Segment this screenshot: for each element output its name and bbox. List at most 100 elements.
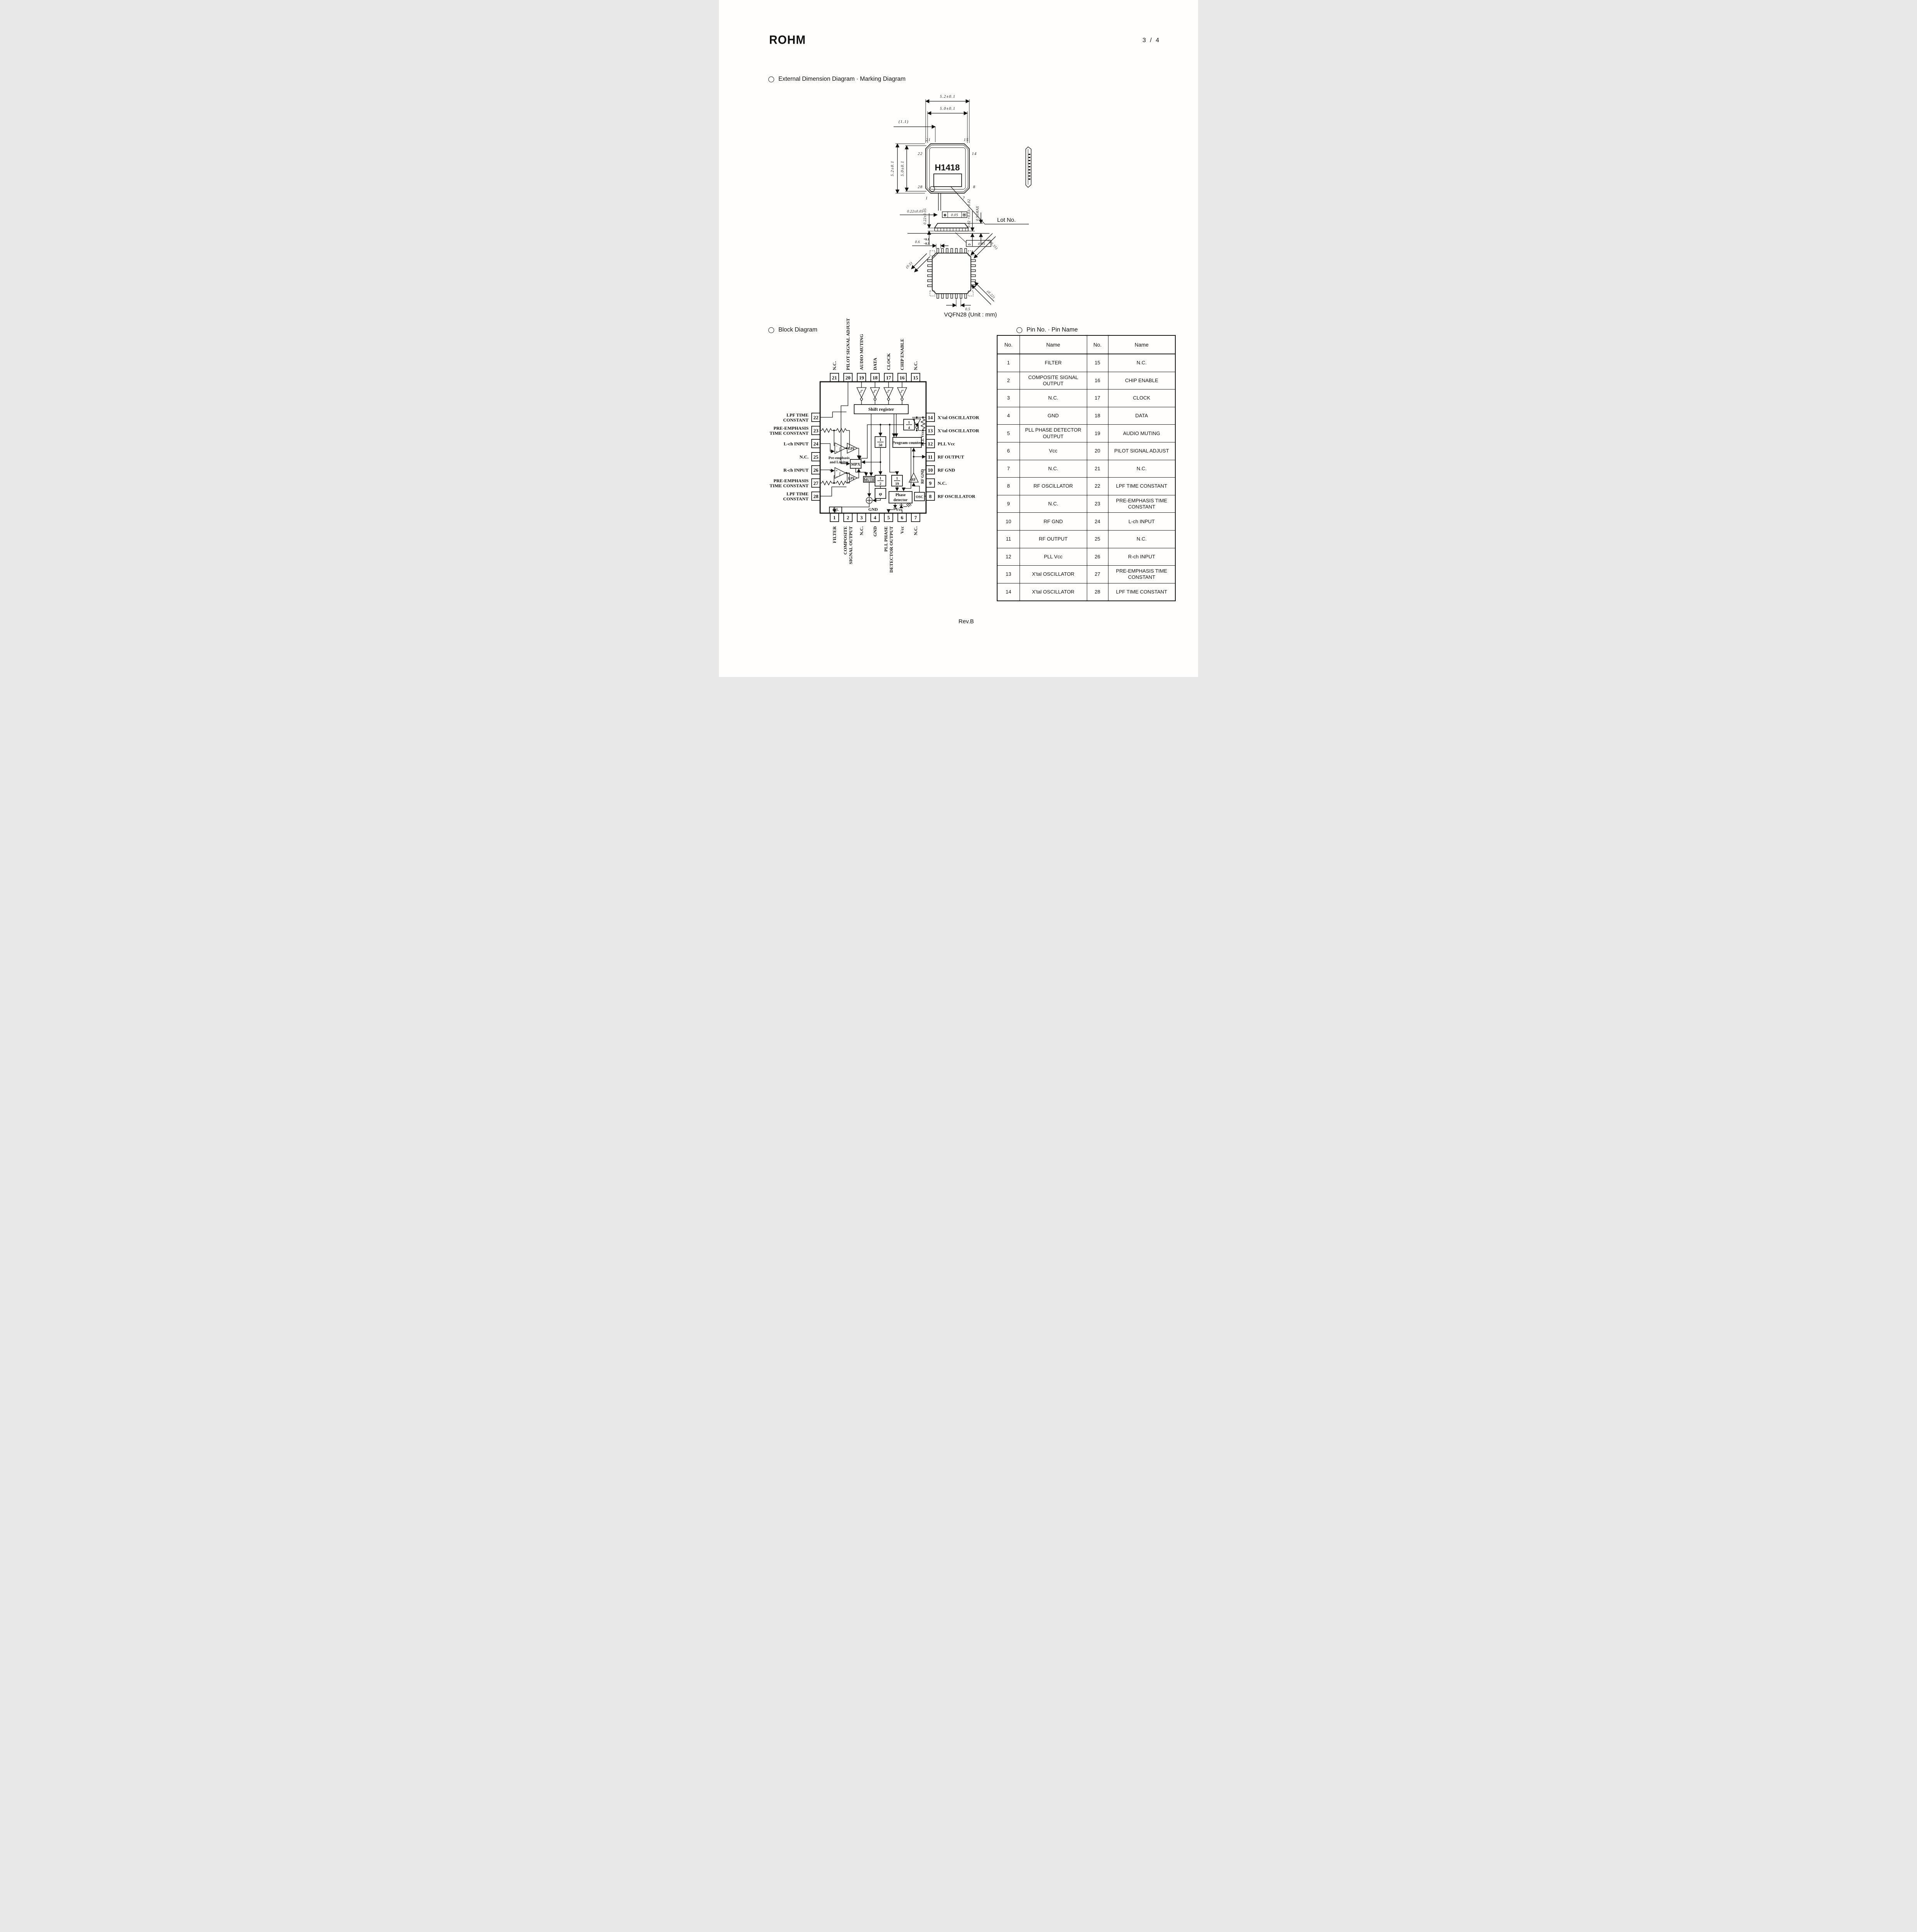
svg-text:R-ch INPUT: R-ch INPUT: [783, 468, 809, 473]
svg-text:RF GND: RF GND: [921, 469, 925, 484]
svg-text:27: 27: [814, 480, 819, 486]
svg-text:0.05: 0.05: [978, 242, 985, 246]
svg-text:15: 15: [964, 138, 969, 142]
svg-text:COMPOSITE: COMPOSITE: [843, 526, 848, 554]
svg-text:PILOT SIGNAL ADJUST: PILOT SIGNAL ADJUST: [845, 318, 851, 371]
svg-text:10: 10: [928, 467, 933, 473]
svg-text:7: 7: [963, 196, 965, 201]
pin-no-cell: 20: [1086, 442, 1108, 460]
svg-text:0.6: 0.6: [915, 240, 920, 244]
pin-name-cell: RF OSCILLATOR: [1019, 477, 1087, 495]
top-pin-15: 15N.C.: [911, 361, 920, 382]
svg-text:1: 1: [926, 196, 928, 201]
svg-text:N.C.: N.C.: [859, 526, 864, 535]
pin-no-cell: 10: [997, 512, 1020, 531]
svg-text:L-ch INPUT: L-ch INPUT: [784, 441, 809, 447]
svg-text:N.C.: N.C.: [913, 361, 918, 370]
pin-name-cell: FILTER: [1019, 354, 1087, 372]
pin-no-cell: 9: [997, 495, 1020, 513]
pin-name-cell: N.C.: [1019, 459, 1087, 478]
bottom-view-leads: [927, 248, 976, 299]
svg-text:PRE-EMPHASIS: PRE-EMPHASIS: [773, 478, 809, 483]
datum-frame-side: ⌓ 0.05: [955, 232, 991, 247]
svg-text:21: 21: [926, 138, 931, 142]
svg-text:1: 1: [908, 421, 910, 425]
section-marker-icon: [768, 327, 774, 333]
block-rf-amp: RF: [908, 472, 919, 483]
section-heading-dimension: External Dimension Diagram · Marking Dia…: [768, 76, 906, 83]
pin-no-cell: 3: [997, 389, 1020, 407]
pin-no-cell: 28: [1086, 583, 1108, 601]
pin-name-cell: RF GND: [1019, 512, 1087, 531]
svg-text:RF OSCILLATOR: RF OSCILLATOR: [938, 494, 976, 499]
svg-text:−: −: [836, 444, 838, 448]
bottom-pin-1: 1 FILTER: [830, 513, 839, 543]
svg-text:22: 22: [918, 152, 923, 156]
svg-text:50: 50: [878, 444, 882, 447]
svg-text:RF OUTPUT: RF OUTPUT: [938, 454, 964, 460]
bottom-pin-2: 2 COMPOSITE SIGNAL OUTPUT: [843, 513, 853, 564]
opamp-r-icon: +− ∫: [834, 467, 846, 479]
block-divider-1-19: 1 19: [891, 475, 903, 486]
block-phi: φ: [875, 488, 886, 499]
svg-text:3: 3: [860, 515, 863, 520]
col-header: No.: [997, 335, 1020, 354]
rail-labels: GND Vcc PLL Vcc RF GND: [868, 431, 925, 512]
col-header: Name: [1108, 335, 1176, 354]
svg-text:CONSTANT: CONSTANT: [783, 496, 809, 502]
pin-table-header-row: No. Name No. Name: [997, 335, 1176, 354]
svg-text:(1.1): (1.1): [899, 120, 909, 124]
pin-no-cell: 23: [1086, 495, 1108, 513]
pin-name-cell: AUDIO MUTING: [1108, 424, 1176, 442]
svg-text:RF: RF: [911, 478, 916, 481]
pin-name-cell: L-ch INPUT: [1108, 512, 1176, 531]
svg-text:1: 1: [833, 515, 836, 520]
pin-name-cell: CLOCK: [1108, 389, 1176, 407]
pin-name-cell: CHIP ENABLE: [1108, 371, 1176, 390]
svg-text:X'tal OSCILLATOR: X'tal OSCILLATOR: [938, 428, 979, 434]
svg-text:0.05: 0.05: [951, 213, 958, 217]
pin-no-cell: 19: [1086, 424, 1108, 442]
svg-text:14: 14: [928, 415, 933, 420]
svg-text:FILTER: FILTER: [832, 526, 837, 543]
svg-text:9: 9: [929, 480, 932, 486]
svg-text:0.95MAX: 0.95MAX: [976, 206, 979, 221]
svg-text:28: 28: [814, 493, 819, 499]
pin-no-cell: 2: [997, 371, 1020, 390]
pin-no-cell: 15: [1086, 354, 1108, 372]
svg-text:+0.1: +0.1: [924, 238, 930, 241]
pin-no-cell: 22: [1086, 477, 1108, 495]
chip-marking: H1418: [935, 163, 960, 172]
pin-name-cell: PRE-EMPHASIS TIME CONSTANT: [1108, 495, 1176, 513]
svg-text:0.22±0.05: 0.22±0.05: [907, 209, 923, 213]
pin-name-cell: GND: [1019, 406, 1087, 425]
svg-text:OSC: OSC: [916, 495, 923, 499]
svg-text:Shift register: Shift register: [868, 406, 894, 412]
svg-text:0.02 +0.03/−0.02: 0.02 +0.03/−0.02: [967, 199, 971, 228]
svg-text:0.5: 0.5: [965, 307, 970, 311]
svg-text:+: +: [836, 450, 838, 454]
svg-text:1: 1: [880, 477, 882, 481]
block-osc: OSC: [914, 492, 925, 501]
pin-name-cell: X'tal OSCILLATOR: [1019, 565, 1087, 583]
pin-no-cell: 1: [997, 354, 1020, 372]
svg-text:X'tal OSCILLATOR: X'tal OSCILLATOR: [938, 415, 979, 420]
top-view-dimensions: 5.2±0.1 5.0±0.1 (1.1) 5.2±0.1 5.0±0.1 0.…: [890, 95, 970, 218]
svg-text:13: 13: [928, 428, 933, 434]
rohm-logo: ROHM: [769, 33, 806, 47]
section-heading-block: Block Diagram: [768, 327, 817, 333]
sum-junction-icon: [866, 497, 873, 504]
pin-name-cell: Vcc: [1019, 442, 1087, 460]
svg-text:1: 1: [896, 477, 898, 481]
